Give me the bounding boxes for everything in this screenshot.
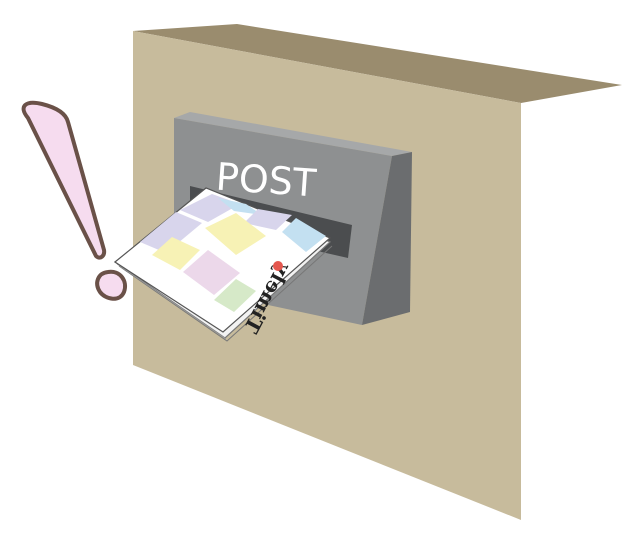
newspaper-block-7 bbox=[205, 213, 266, 255]
newspaper-block-3 bbox=[218, 198, 262, 215]
mailbox-label: POST bbox=[215, 155, 319, 206]
newspaper-block-4 bbox=[244, 209, 292, 230]
newspaper-block-1 bbox=[140, 212, 202, 253]
newspaper: Timely bbox=[113, 187, 333, 342]
wall-top-edge bbox=[133, 24, 622, 103]
newspaper-block-8 bbox=[183, 250, 240, 295]
newspaper-block-9 bbox=[214, 279, 256, 312]
mailbox-side bbox=[362, 152, 412, 325]
masthead-logo-icon bbox=[273, 261, 283, 271]
exclamation-mark-icon bbox=[21, 100, 127, 301]
mailbox-top bbox=[174, 112, 412, 156]
newspaper-block-5 bbox=[282, 218, 326, 252]
newspaper-block-6 bbox=[152, 237, 200, 270]
